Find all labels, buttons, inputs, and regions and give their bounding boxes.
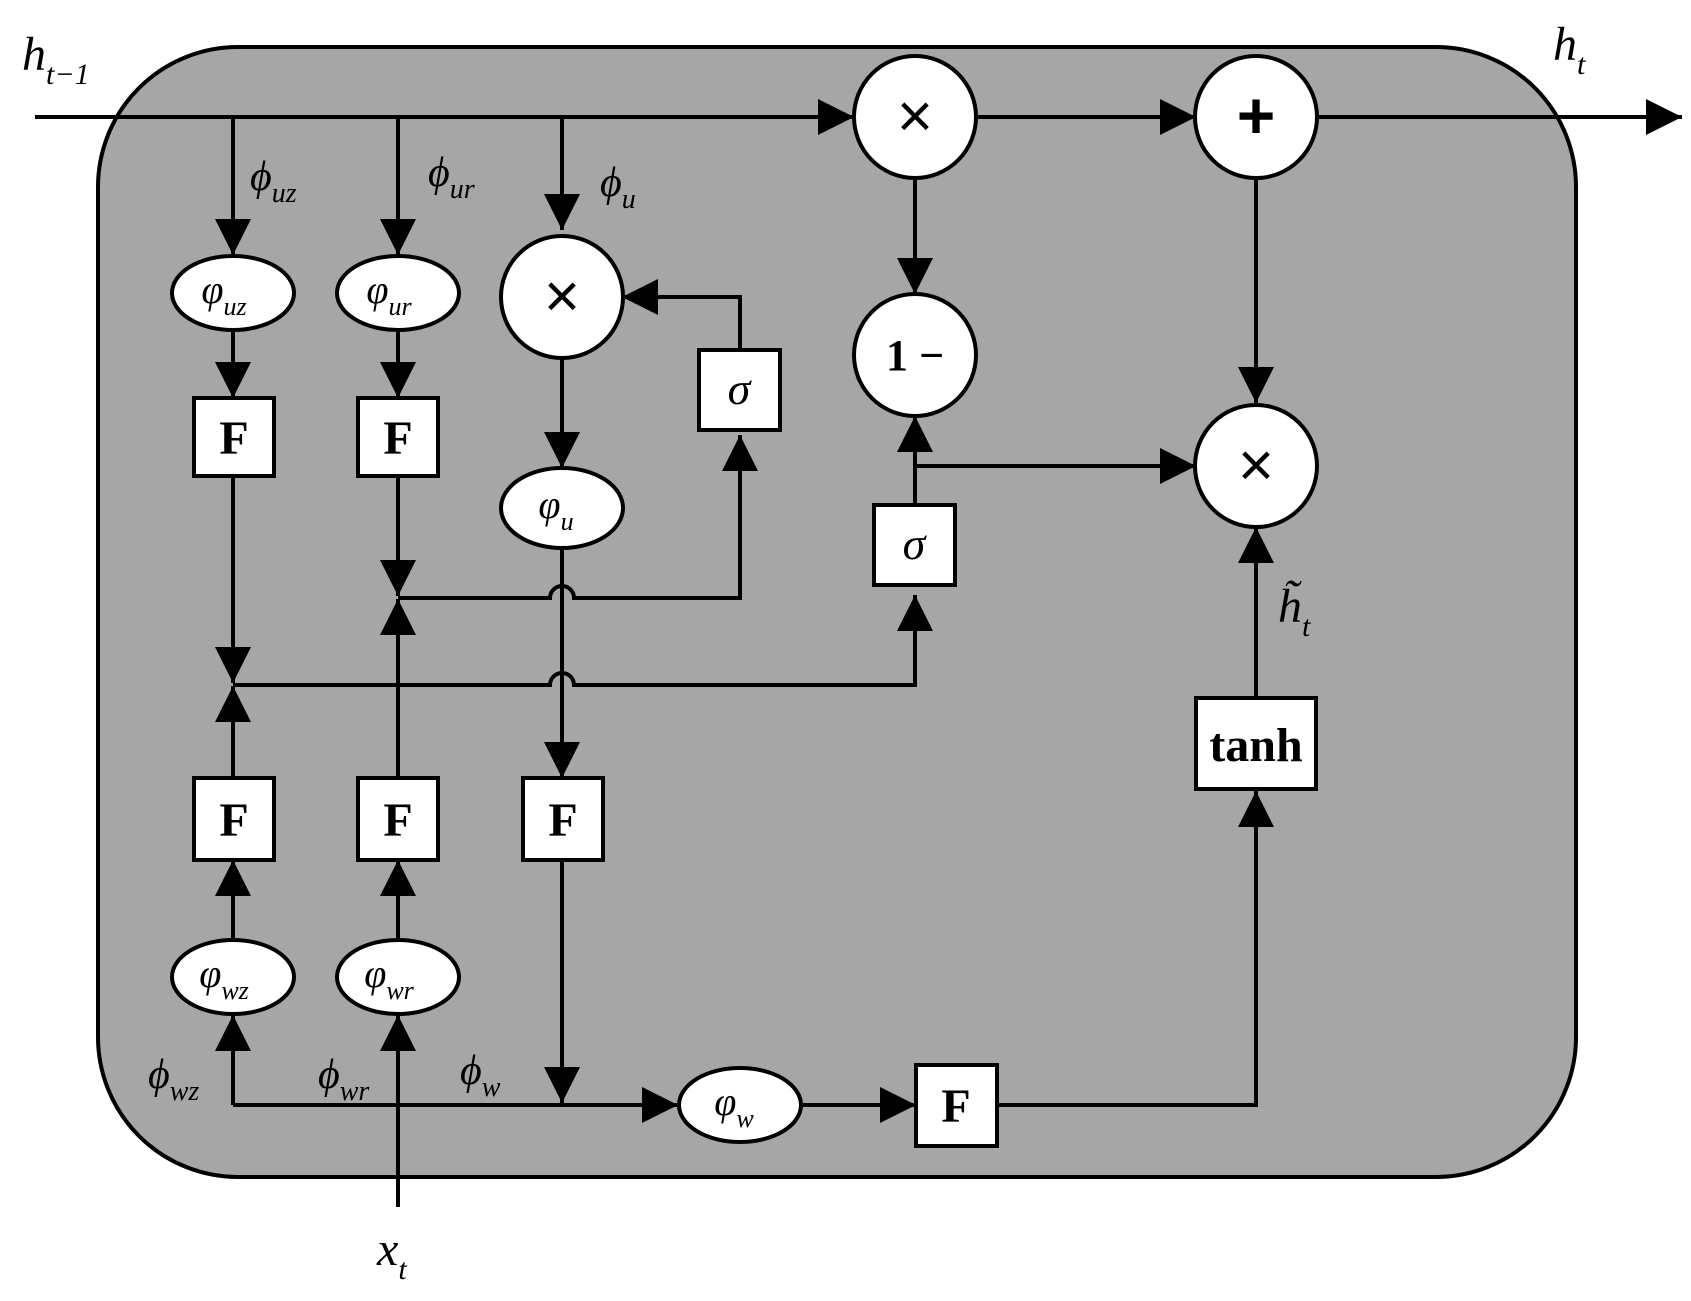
ellipse-phi-wz-base: φ bbox=[199, 951, 221, 996]
multiply-node-right: × bbox=[1193, 403, 1319, 529]
label-phi-uz: ϕuz bbox=[250, 154, 297, 209]
label-h-out: ht bbox=[1553, 18, 1586, 81]
ellipse-phi-wr-sub: wr bbox=[386, 976, 414, 1005]
one-minus-node: 1 − bbox=[852, 292, 978, 418]
cell-background bbox=[96, 45, 1578, 1179]
svg-text:φw: φw bbox=[714, 1079, 754, 1133]
sigma-box-update-label: σ bbox=[903, 518, 928, 569]
ellipse-phi-wr-base: φ bbox=[364, 951, 386, 996]
svg-text:φur: φur bbox=[366, 267, 412, 321]
svg-text:φu: φu bbox=[538, 482, 573, 536]
F-box-ur-label: F bbox=[383, 412, 412, 465]
ellipse-phi-ur: φur bbox=[335, 254, 461, 332]
ellipse-phi-u-sub: u bbox=[561, 507, 574, 536]
connections bbox=[35, 99, 1682, 1207]
multiply-node-u-glyph: × bbox=[544, 262, 580, 331]
label-h-tilde: h̃t bbox=[1278, 580, 1311, 643]
ellipse-phi-ur-base: φ bbox=[366, 267, 388, 312]
label-phi-ur: ϕur bbox=[428, 150, 475, 205]
ellipse-phi-u: φu bbox=[499, 466, 625, 550]
ellipse-phi-w-base: φ bbox=[714, 1079, 736, 1124]
ellipse-phi-u-base: φ bbox=[538, 482, 560, 527]
ellipse-phi-wr: φwr bbox=[335, 938, 461, 1016]
ellipse-phi-uz-base: φ bbox=[201, 267, 223, 312]
sigma-box-update: σ bbox=[872, 503, 957, 587]
svg-text:φuz: φuz bbox=[201, 267, 246, 321]
tanh-box: tanh bbox=[1194, 696, 1318, 791]
ellipse-phi-w: φw bbox=[677, 1066, 803, 1144]
ellipse-phi-uz-sub: uz bbox=[224, 292, 247, 321]
multiply-node-right-glyph: × bbox=[1238, 431, 1274, 500]
svg-text:φwz: φwz bbox=[199, 951, 249, 1005]
sigma-box-reset-label: σ bbox=[728, 363, 753, 414]
label-x-t: xt bbox=[376, 1223, 407, 1286]
add-node-glyph: + bbox=[1237, 78, 1276, 152]
ellipse-phi-wz: φwz bbox=[170, 938, 296, 1016]
add-node: + bbox=[1193, 54, 1319, 180]
ellipse-phi-wz-sub: wz bbox=[221, 976, 248, 1005]
F-box-w: F bbox=[914, 1063, 999, 1148]
F-box-wr-label: F bbox=[383, 794, 412, 847]
F-box-uz: F bbox=[192, 396, 276, 478]
F-box-u: F bbox=[521, 776, 605, 862]
multiply-node-u: × bbox=[499, 234, 625, 360]
F-box-wz: F bbox=[192, 776, 276, 862]
ellipse-phi-uz: φuz bbox=[170, 254, 296, 332]
one-minus-node-label: 1 − bbox=[886, 331, 944, 380]
F-box-uz-label: F bbox=[219, 412, 248, 465]
label-phi-u: ϕu bbox=[600, 160, 636, 215]
F-box-w-label: F bbox=[941, 1080, 970, 1133]
label-phi-wr: ϕwr bbox=[318, 1052, 369, 1107]
label-phi-wz: ϕwz bbox=[148, 1052, 199, 1107]
F-box-u-label: F bbox=[548, 794, 577, 847]
F-box-wr: F bbox=[356, 776, 440, 862]
F-box-wz-label: F bbox=[219, 794, 248, 847]
label-h-prev: ht−1 bbox=[22, 28, 90, 91]
ellipse-phi-w-sub: w bbox=[736, 1104, 754, 1133]
tanh-box-label: tanh bbox=[1209, 719, 1302, 772]
multiply-node-top: × bbox=[852, 54, 978, 180]
ellipse-phi-ur-sub: ur bbox=[389, 292, 413, 321]
F-box-ur: F bbox=[356, 396, 440, 478]
label-phi-w: ϕw bbox=[460, 1048, 501, 1103]
multiply-node-top-glyph: × bbox=[897, 82, 933, 151]
sigma-box-reset: σ bbox=[697, 348, 782, 432]
svg-text:φwr: φwr bbox=[364, 951, 414, 1005]
